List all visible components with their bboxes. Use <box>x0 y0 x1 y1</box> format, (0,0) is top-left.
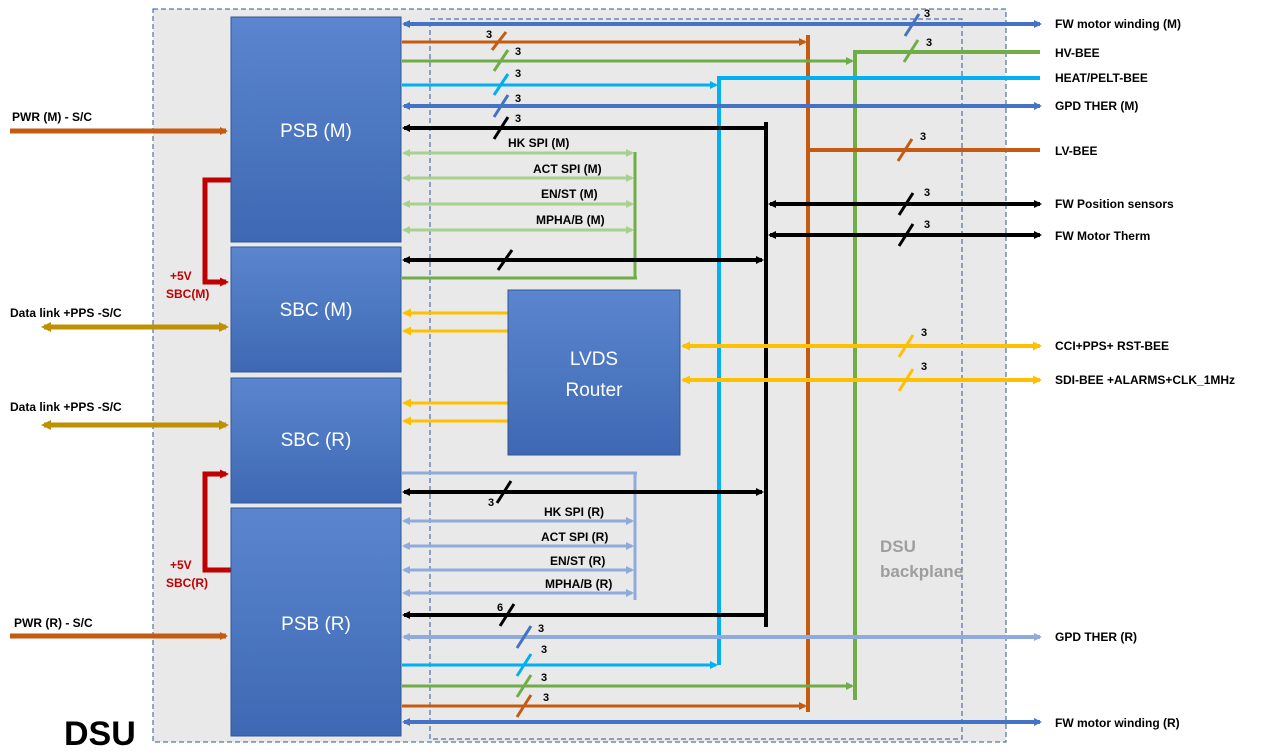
gpd-ther-r-label: GPD THER (R) <box>1055 630 1137 644</box>
bus-count: 3 <box>515 93 521 105</box>
act-spi-m-label: ACT SPI (M) <box>533 162 602 176</box>
power-m-label-1: +5V <box>170 269 192 283</box>
bus-count: 3 <box>920 131 926 143</box>
bus-count: 3 <box>515 46 521 58</box>
bus-count: 3 <box>515 68 521 80</box>
sbc-m-label: SBC (M) <box>280 300 353 321</box>
bus-count: 3 <box>515 113 521 125</box>
lvds-router-label-1: LVDS <box>570 349 618 370</box>
en-st-m-label: EN/ST (M) <box>541 187 598 201</box>
bus-count: 3 <box>541 644 547 656</box>
cci-label: CCI+PPS+ RST-BEE <box>1055 339 1169 353</box>
diagram-title: DSU <box>64 715 136 749</box>
hk-spi-m-label: HK SPI (M) <box>508 136 569 150</box>
bus-count: 3 <box>541 672 547 684</box>
bus-count: 3 <box>538 623 544 635</box>
sbc-m-block: SBC (M) <box>230 246 402 373</box>
act-spi-r-label: ACT SPI (R) <box>541 530 608 544</box>
en-st-r-label: EN/ST (R) <box>550 554 605 568</box>
backplane-label-line2: backplane <box>880 562 963 581</box>
psb-r-label: PSB (R) <box>281 614 351 635</box>
bus-count: 3 <box>486 29 492 41</box>
power-m-label-2: SBC(M) <box>166 287 209 301</box>
mpha-b-r-label: MPHA/B (R) <box>545 577 612 591</box>
bus-count: 3 <box>488 497 494 509</box>
lv-bee-label: LV-BEE <box>1055 144 1097 158</box>
power-link-m <box>202 177 231 287</box>
sdi-label: SDI-BEE +ALARMS+CLK_1MHz <box>1055 373 1235 387</box>
power-link-r <box>202 469 231 573</box>
bus-count: 3 <box>543 692 549 704</box>
sbc-r-label: SBC (R) <box>281 430 352 451</box>
power-r-label-2: SBC(R) <box>166 576 208 590</box>
pwr-r-label: PWR (R) - S/C <box>14 616 93 630</box>
bus-count-labels: 3 3 3 3 3 3 3 3 3 3 3 3 3 6 3 3 3 3 <box>486 8 932 704</box>
bus-count: 3 <box>926 37 932 49</box>
bus-count: 3 <box>924 8 930 20</box>
datalink-r-label: Data link +PPS -S/C <box>10 400 122 414</box>
bus-count: 6 <box>497 602 503 614</box>
psb-m-label: PSB (M) <box>280 121 352 142</box>
lvds-router-block: LVDS Router <box>507 289 681 456</box>
bus-count: 3 <box>921 327 927 339</box>
bus-count: 3 <box>921 361 927 373</box>
fw-motor-r-label: FW motor winding (R) <box>1055 716 1180 730</box>
bus-slashes <box>490 13 921 718</box>
fw-position-label: FW Position sensors <box>1055 197 1174 211</box>
backplane-label-line1: DSU <box>880 537 916 556</box>
pwr-m-label: PWR (M) - S/C <box>12 110 92 124</box>
fw-therm-label: FW Motor Therm <box>1055 229 1150 243</box>
psb-r-block: PSB (R) <box>230 507 402 737</box>
hv-bee-label: HV-BEE <box>1055 46 1100 60</box>
sbc-r-block: SBC (R) <box>230 377 402 504</box>
fw-motor-m-label: FW motor winding (M) <box>1055 17 1181 31</box>
bus-count: 3 <box>924 187 930 199</box>
psb-m-block: PSB (M) <box>230 16 402 243</box>
datalink-m-label: Data link +PPS -S/C <box>10 306 122 320</box>
hk-spi-r-label: HK SPI (R) <box>544 505 604 519</box>
bus-count: 3 <box>924 219 930 231</box>
mpha-b-m-label: MPHA/B (M) <box>536 213 605 227</box>
power-r-label-1: +5V <box>170 558 192 572</box>
gpd-ther-m-label: GPD THER (M) <box>1055 99 1138 113</box>
heat-pelt-label: HEAT/PELT-BEE <box>1055 71 1148 85</box>
lvds-router-label-2: Router <box>565 380 623 401</box>
